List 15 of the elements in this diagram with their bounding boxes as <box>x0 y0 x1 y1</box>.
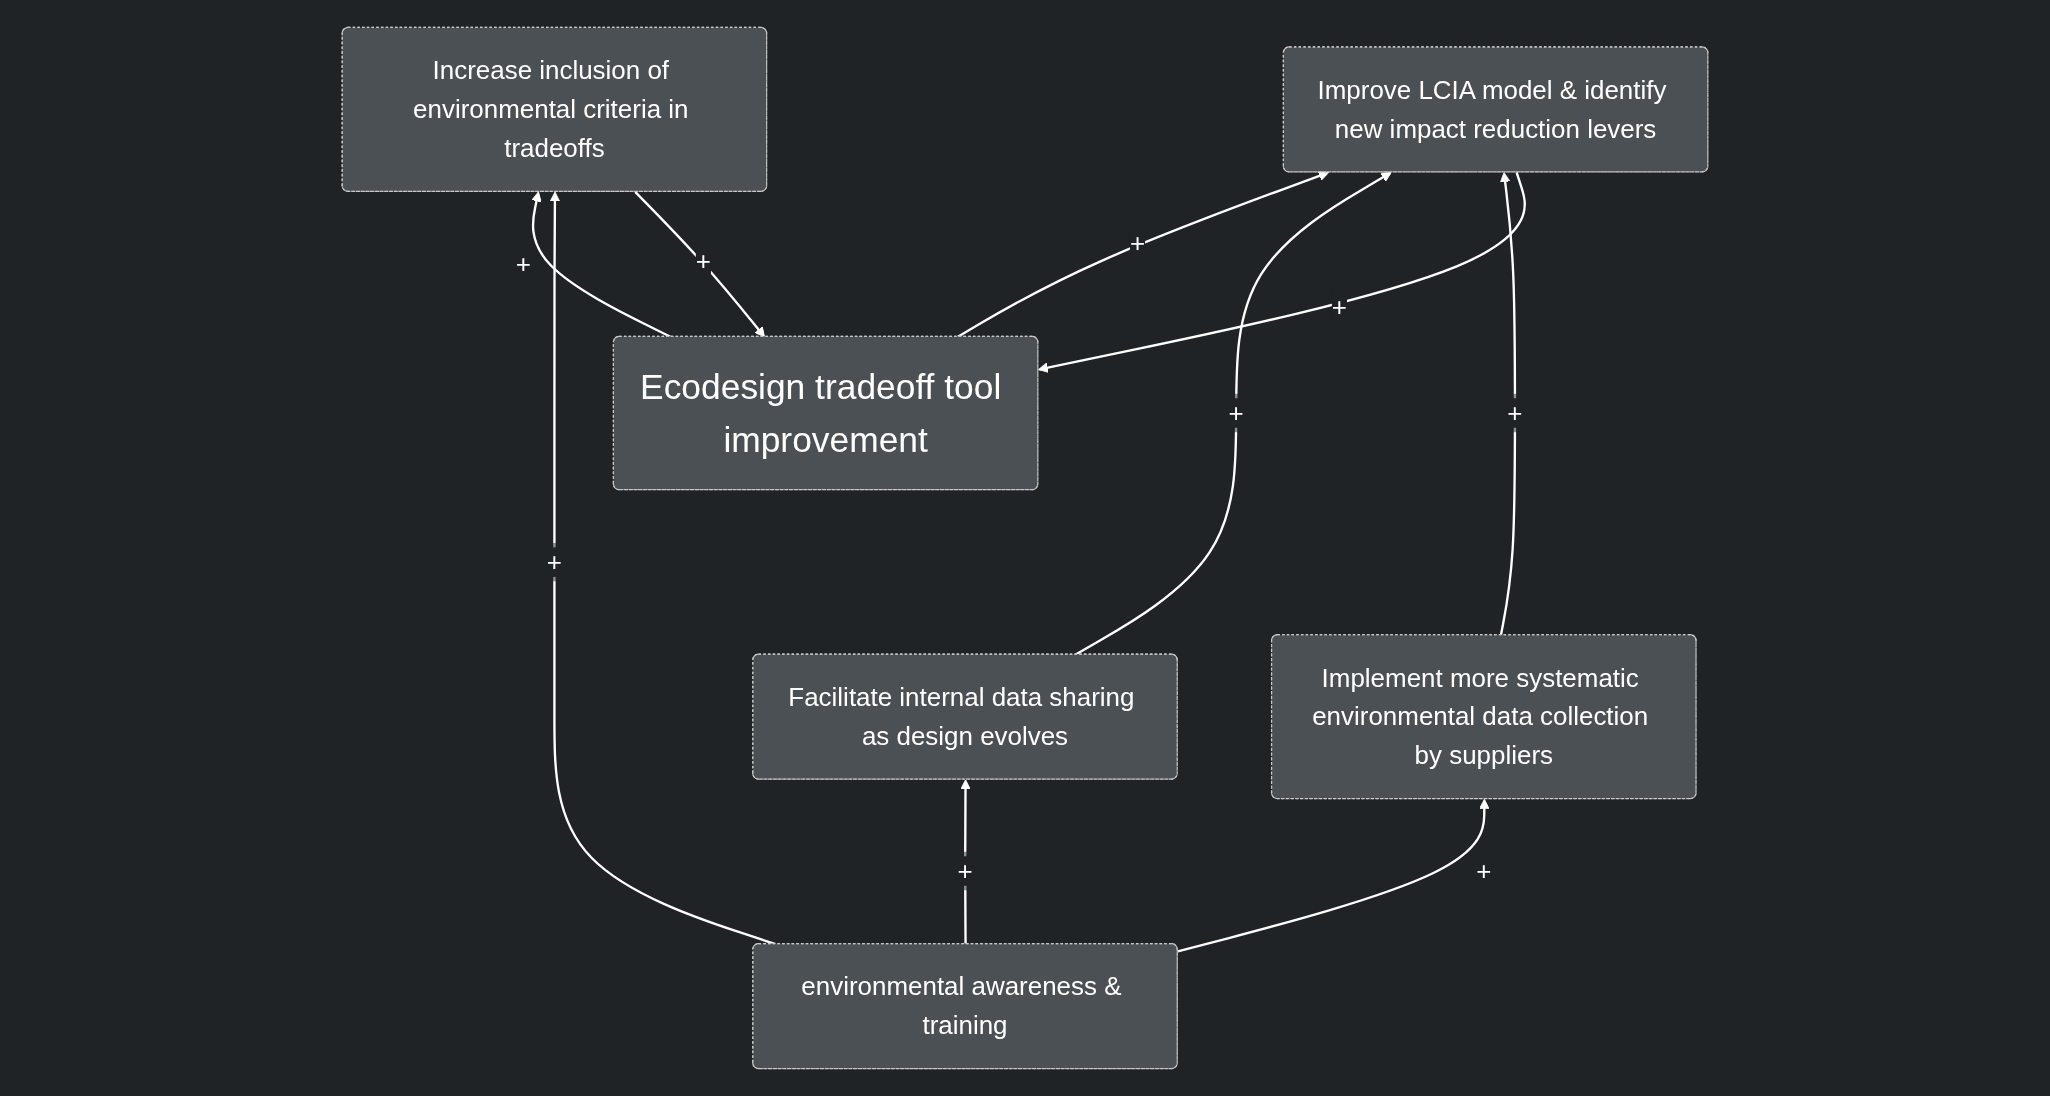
edge-label: + <box>1228 398 1244 428</box>
edge-label: + <box>695 246 711 277</box>
edge-label: + <box>1476 856 1492 886</box>
arrow <box>1037 172 1526 373</box>
arrow <box>1074 172 1392 656</box>
edge-label: + <box>515 249 531 279</box>
arrow <box>1499 172 1517 636</box>
arrow <box>531 191 672 338</box>
arrow <box>634 191 765 338</box>
edge-label: + <box>1129 228 1146 258</box>
edge-label: + <box>1507 398 1523 428</box>
edge-label: + <box>1331 292 1347 322</box>
arrow <box>956 170 1329 338</box>
edge-label: + <box>957 856 973 886</box>
edge-label: + <box>546 547 562 577</box>
